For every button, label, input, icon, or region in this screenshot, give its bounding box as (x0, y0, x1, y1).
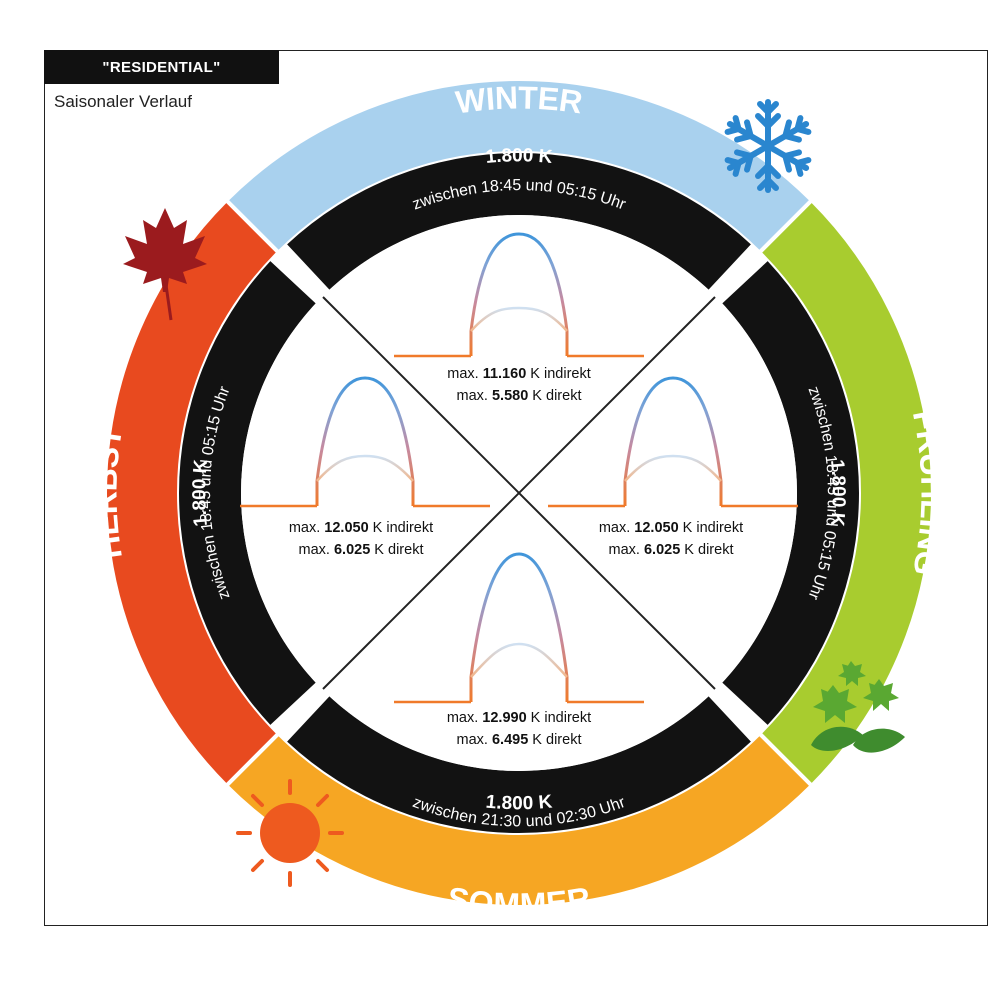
curve-direct (470, 642, 568, 678)
curve-direct (624, 454, 722, 482)
curve-winter (394, 232, 644, 358)
herbst-indirect-text: max. 12.050 K indirekt (289, 520, 433, 536)
band-segment-herbst (178, 261, 316, 725)
winter-direct-text: max. 5.580 K direkt (457, 388, 582, 404)
season-label-winter: WINTER (454, 79, 585, 120)
fruehling-indirect-text: max. 12.050 K indirekt (599, 520, 743, 536)
snowflake-icon (725, 99, 811, 190)
curve-sommer (394, 552, 644, 704)
band-segment-winter (287, 152, 751, 290)
residential-tag: "RESIDENTIAL" (44, 50, 279, 84)
kelvin-label-sommer: 1.800 K (485, 792, 554, 815)
curve-fruehling (548, 376, 798, 508)
winter-indirect-text: max. 11.160 K indirekt (447, 366, 591, 382)
sommer-indirect-text: max. 12.990 K indirekt (447, 710, 591, 726)
curve-direct (316, 454, 414, 482)
curve-indirect (623, 376, 723, 506)
kelvin-label-fruehling: 1.800 K (826, 459, 849, 528)
maple-leaf-icon (123, 208, 207, 321)
curve-indirect (469, 552, 569, 702)
kelvin-label-winter: 1.800 K (485, 145, 554, 168)
season-label-sommer: SOMMER (445, 880, 593, 923)
divider-line-b (322, 296, 716, 690)
leaves-icon (811, 661, 905, 753)
diagram-frame (44, 50, 988, 926)
kelvin-label-herbst: 1.800 K (189, 459, 212, 528)
curve-direct (470, 306, 568, 332)
curve-herbst (240, 376, 490, 508)
curve-indirect (469, 232, 569, 356)
herbst-direct-text: max. 6.025 K direkt (299, 542, 424, 558)
band-segment-sommer (287, 696, 751, 833)
diagram-subtitle: Saisonaler Verlauf (54, 92, 192, 111)
season-label-herbst: HERBST (87, 424, 129, 561)
curve-indirect (315, 376, 415, 506)
band-segment-fruehling (722, 261, 860, 725)
sommer-direct-text: max. 6.495 K direkt (457, 732, 582, 748)
night-band (178, 152, 860, 833)
fruehling-direct-text: max. 6.025 K direkt (609, 542, 734, 558)
sun-icon (236, 779, 344, 887)
